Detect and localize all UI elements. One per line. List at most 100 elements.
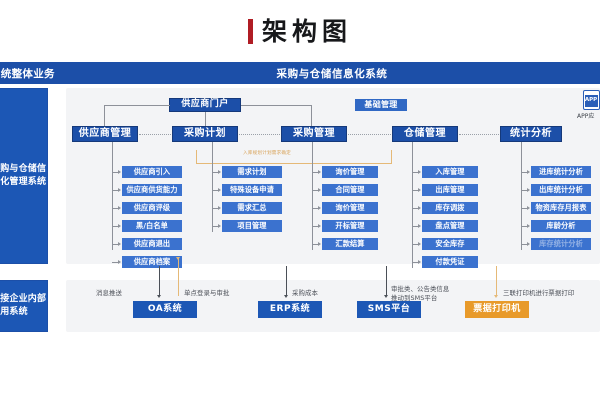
node-head-supplier-management[interactable]: 供应商管理 [72,126,138,142]
node-receipt-printer[interactable]: 票据打印机 [465,301,529,318]
spine-col-3 [312,142,313,250]
app-label: APP应 [577,113,595,120]
flow-line-sso [178,258,180,296]
branch-c2-2 [212,189,219,191]
branch-c2-3 [212,207,219,209]
node-supplier-exit[interactable]: 供应商退出 [122,238,182,250]
arrow-c2-1 [218,169,221,174]
app-icon-group[interactable]: APP APP应 [576,90,600,120]
node-contract-management[interactable]: 合同管理 [322,184,378,196]
arrow-c2-2 [218,187,221,192]
arrow-c3-1 [318,169,321,174]
node-supplier-intro[interactable]: 供应商引入 [122,166,182,178]
arrow-c5-4 [527,223,530,228]
node-inventory-count[interactable]: 盘点管理 [422,220,478,232]
branch-c2-1 [212,171,219,173]
node-supplier-rating[interactable]: 供应商评级 [122,202,182,214]
flow-arrow-printer [494,295,498,298]
branch-c2-4 [212,225,219,227]
connector-head-1-2 [139,134,171,135]
branch-c1-4 [112,225,119,227]
node-quotation-management[interactable]: 询价管理 [322,202,378,214]
page-title-bar: 架构图 [0,0,600,62]
node-outbound-statistics[interactable]: 出库统计分析 [531,184,591,196]
node-safety-stock[interactable]: 安全库存 [422,238,478,250]
arrow-c2-4 [218,223,221,228]
node-head-warehouse-management[interactable]: 仓储管理 [392,126,458,142]
node-payment-voucher[interactable]: 付款凭证 [422,256,478,268]
node-inquiry-management[interactable]: 询价管理 [322,166,378,178]
node-basic-management[interactable]: 基础管理 [355,99,407,111]
node-demand-plan[interactable]: 需求计划 [222,166,282,178]
node-head-purchase-plan[interactable]: 采购计划 [172,126,238,142]
branch-c1-3 [112,207,119,209]
node-outbound-management[interactable]: 出库管理 [422,184,478,196]
branch-c5-2 [521,189,528,191]
arrow-c4-5 [418,241,421,246]
connector-note-line [196,163,392,165]
note-plan-requirement: 入库规划计划需求确定 [243,151,291,156]
node-demand-summary[interactable]: 需求汇总 [222,202,282,214]
node-supplier-portal[interactable]: 供应商门户 [169,98,241,112]
flow-arrow-oa [157,295,161,298]
arrow-c4-2 [418,187,421,192]
node-supplier-archive[interactable]: 供应商档案 [122,256,182,268]
connector-portal-center-down [205,112,206,126]
branch-c5-3 [521,207,528,209]
branch-c4-6 [412,261,419,263]
node-project-management[interactable]: 项目管理 [222,220,282,232]
branch-c4-3 [412,207,419,209]
node-stock-transfer[interactable]: 库存调拨 [422,202,478,214]
sidebar-item-external-system[interactable]: 对接企业内部应用系统 [0,280,48,332]
node-bid-opening[interactable]: 开标管理 [322,220,378,232]
node-stock-statistics[interactable]: 库存统计分析 [531,238,591,250]
node-sms-platform[interactable]: SMS平台 [357,301,421,318]
flow-line-sms [386,266,388,296]
arrow-c1-5 [118,241,121,246]
flow-arrow-erp [284,295,288,298]
sidebar-item-core-system[interactable]: 采购与仓储信息化管理系统 [0,88,48,264]
branch-c1-2 [112,189,119,191]
node-oa-system[interactable]: OA系统 [133,301,197,318]
node-stock-age-analysis[interactable]: 库龄分析 [531,220,591,232]
section-band: 系统整体业务 采购与仓储信息化系统 [0,62,600,84]
connector-head-4-5 [459,134,499,135]
arrow-c5-5 [527,241,530,246]
flow-line-printer [496,266,498,296]
caption-message-push: 消息推送 [96,289,122,297]
arrow-c3-3 [318,205,321,210]
arrow-c1-1 [118,169,121,174]
branch-c4-4 [412,225,419,227]
architecture-diagram: 采购与仓储信息化管理系统 对接企业内部应用系统 供应商门户 基础管理 供应商管理… [0,84,600,400]
branch-c4-5 [412,243,419,245]
node-monthly-stock-report[interactable]: 物资库存月报表 [531,202,591,214]
node-blacklist-whitelist[interactable]: 黑/白名单 [122,220,182,232]
branch-c3-3 [312,207,319,209]
connector-head-3-4 [348,134,391,135]
title-accent-bar [247,18,253,44]
connector-portal-left [104,105,170,106]
band-center-label: 采购与仓储信息化系统 [276,67,388,80]
arrow-c1-4 [118,223,121,228]
node-supplier-capacity[interactable]: 供应商供货能力 [122,184,182,196]
branch-c3-2 [312,189,319,191]
branch-c5-5 [521,243,528,245]
flow-arrow-sms [384,295,388,298]
node-inbound-statistics[interactable]: 进库统计分析 [531,166,591,178]
branch-c5-1 [521,171,528,173]
arrow-c4-4 [418,223,421,228]
branch-c1-5 [112,243,119,245]
page-title: 架构图 [261,16,352,46]
spine-col-4 [412,142,413,268]
node-erp-system[interactable]: ERP系统 [258,301,322,318]
node-head-statistics-analysis[interactable]: 统计分析 [500,126,562,142]
arrow-c3-5 [318,241,321,246]
connector-note-left [196,150,198,164]
arrow-c2-3 [218,205,221,210]
node-special-equipment[interactable]: 特殊设备申请 [222,184,282,196]
caption-printer-note: 三联打印机进行票据打印 [503,289,575,297]
node-inbound-management[interactable]: 入库管理 [422,166,478,178]
arrow-c5-2 [527,187,530,192]
node-head-purchase-management[interactable]: 采购管理 [281,126,347,142]
node-remittance-settlement[interactable]: 汇款结算 [322,238,378,250]
